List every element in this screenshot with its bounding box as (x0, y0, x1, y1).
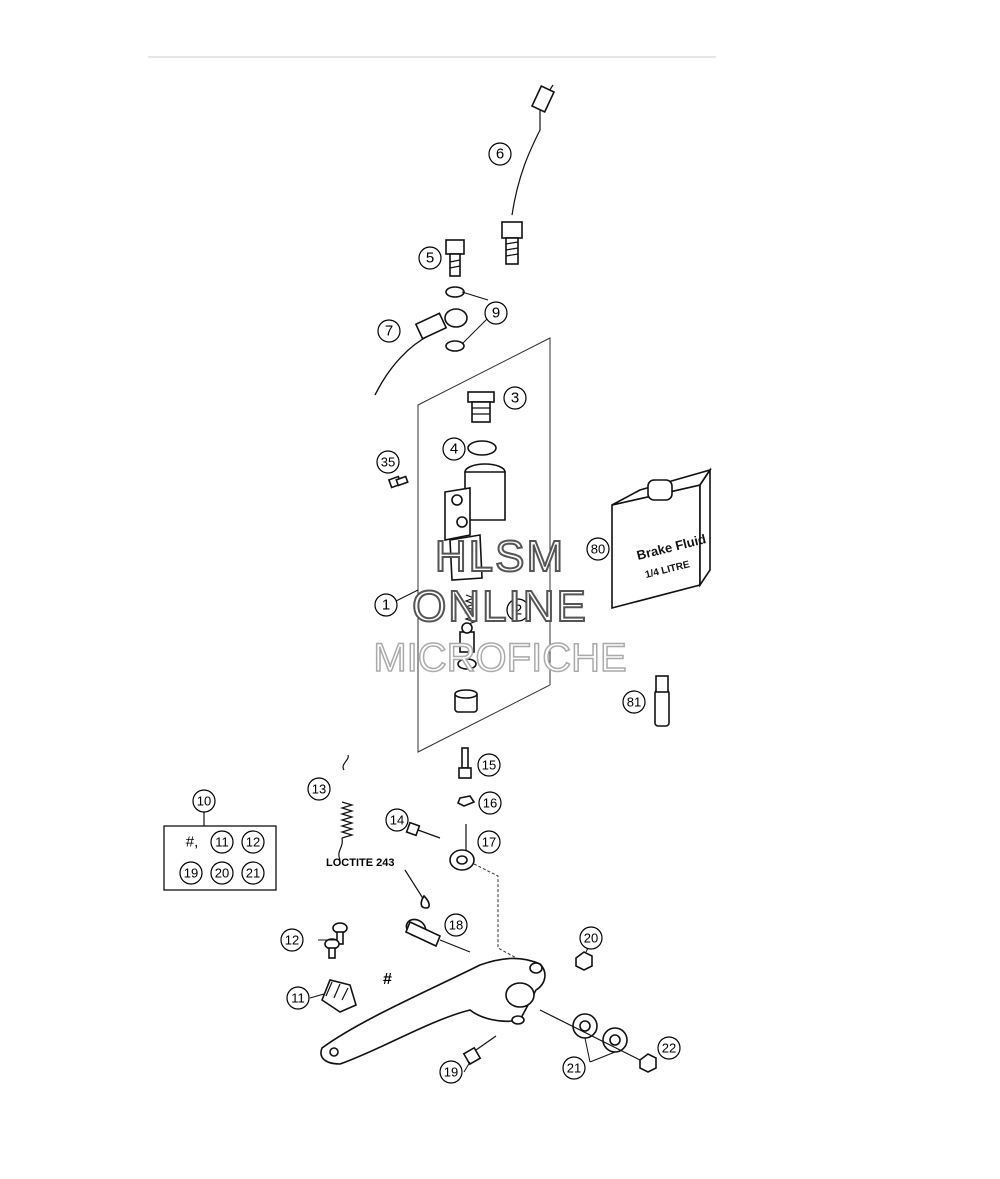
callout-16: 16 (478, 791, 502, 815)
svg-text:19: 19 (444, 1065, 458, 1080)
brake-hose (374, 308, 468, 396)
svg-text:21: 21 (567, 1061, 581, 1076)
kit-item-19: 19 (179, 861, 203, 885)
svg-text:10: 10 (197, 794, 211, 809)
svg-text:2: 2 (514, 602, 522, 619)
callout-14: 14 (385, 808, 409, 832)
svg-text:20: 20 (584, 931, 598, 946)
svg-text:16: 16 (483, 796, 497, 811)
callout-21: 21 (562, 1056, 586, 1080)
pedal-hash-label: # (383, 971, 392, 988)
loctite-label: LOCTITE 243 (326, 857, 394, 869)
pedal-step-plate (321, 979, 357, 1013)
loctite-drop (420, 894, 430, 909)
lock-nut (456, 795, 476, 807)
kit-item-20: 20 (210, 861, 234, 885)
kit-item-11: 11 (210, 830, 234, 854)
cap-nut (639, 1053, 657, 1073)
push-rod-bolt (458, 747, 472, 779)
bolt-14 (405, 821, 441, 839)
pivot-bolt (404, 918, 471, 953)
callout-6: 6 (488, 142, 512, 166)
callout-22: 22 (657, 1036, 681, 1060)
reservoir-plug (467, 391, 495, 423)
kit-item-hash: #, (186, 834, 199, 851)
return-spring (338, 754, 355, 861)
callout-5: 5 (418, 246, 442, 270)
callout-3: 3 (503, 386, 527, 410)
nut-20 (575, 951, 593, 971)
callout-12: 12 (280, 928, 304, 952)
svg-text:12: 12 (285, 933, 299, 948)
brake-fluid-can: Brake Fluid 1/4 LITRE (611, 467, 712, 610)
callout-19: 19 (439, 1060, 463, 1084)
loctite-leader (404, 869, 425, 901)
svg-text:6: 6 (496, 146, 504, 163)
brake-light-switch (501, 84, 556, 265)
callout-4: 4 (442, 437, 466, 461)
svg-text:13: 13 (312, 782, 326, 797)
screws-12 (324, 922, 348, 959)
bolt-19 (462, 1035, 497, 1066)
master-cylinder-body (444, 463, 506, 581)
callout-35: 35 (376, 450, 400, 474)
callout-11: 11 (286, 986, 310, 1010)
svg-text:80: 80 (591, 542, 605, 557)
svg-text:11: 11 (291, 991, 305, 1006)
grease-tube (654, 675, 670, 727)
svg-text:5: 5 (426, 250, 434, 267)
piston-spring (454, 594, 478, 713)
svg-text:7: 7 (385, 323, 393, 340)
svg-text:18: 18 (449, 918, 463, 933)
banjo-bolt (445, 239, 465, 277)
svg-text:3: 3 (511, 390, 519, 407)
svg-text:35: 35 (381, 455, 395, 470)
svg-text:81: 81 (627, 695, 641, 710)
callout-18: 18 (444, 913, 468, 937)
washer-top (445, 286, 465, 298)
callout-17: 17 (477, 830, 501, 854)
connector-dashed (473, 863, 521, 961)
svg-text:11: 11 (215, 835, 229, 850)
callout-1: 1 (374, 593, 398, 617)
assembly-frame (417, 337, 551, 753)
kit-item-12: 12 (241, 830, 265, 854)
screw-35 (387, 475, 409, 489)
leader-lines (309, 291, 616, 1073)
callout-2: 2 (506, 598, 530, 622)
svg-text:21: 21 (246, 866, 260, 881)
bearings (572, 1013, 628, 1053)
svg-text:19: 19 (184, 866, 198, 881)
callout-15: 15 (477, 753, 501, 777)
svg-text:1: 1 (382, 597, 390, 614)
o-ring (467, 440, 497, 456)
svg-text:15: 15 (482, 758, 496, 773)
callout-7: 7 (377, 319, 401, 343)
brake-pedal-lever (320, 957, 546, 1065)
callout-20: 20 (579, 926, 603, 950)
svg-text:14: 14 (390, 813, 404, 828)
kit-item-21: 21 (241, 861, 265, 885)
svg-text:9: 9 (492, 305, 500, 322)
axis-line (539, 1009, 641, 1061)
callout-81: 81 (622, 690, 646, 714)
callout-9: 9 (484, 301, 508, 325)
svg-text:20: 20 (215, 866, 229, 881)
svg-text:4: 4 (450, 441, 458, 458)
callout-10: 10 (192, 789, 216, 813)
svg-text:17: 17 (482, 835, 496, 850)
callout-80: 80 (586, 537, 610, 561)
svg-text:12: 12 (246, 835, 260, 850)
callout-13: 13 (307, 777, 331, 801)
washer-bottom (445, 340, 465, 352)
svg-text:22: 22 (662, 1041, 676, 1056)
rod-end (449, 824, 475, 871)
